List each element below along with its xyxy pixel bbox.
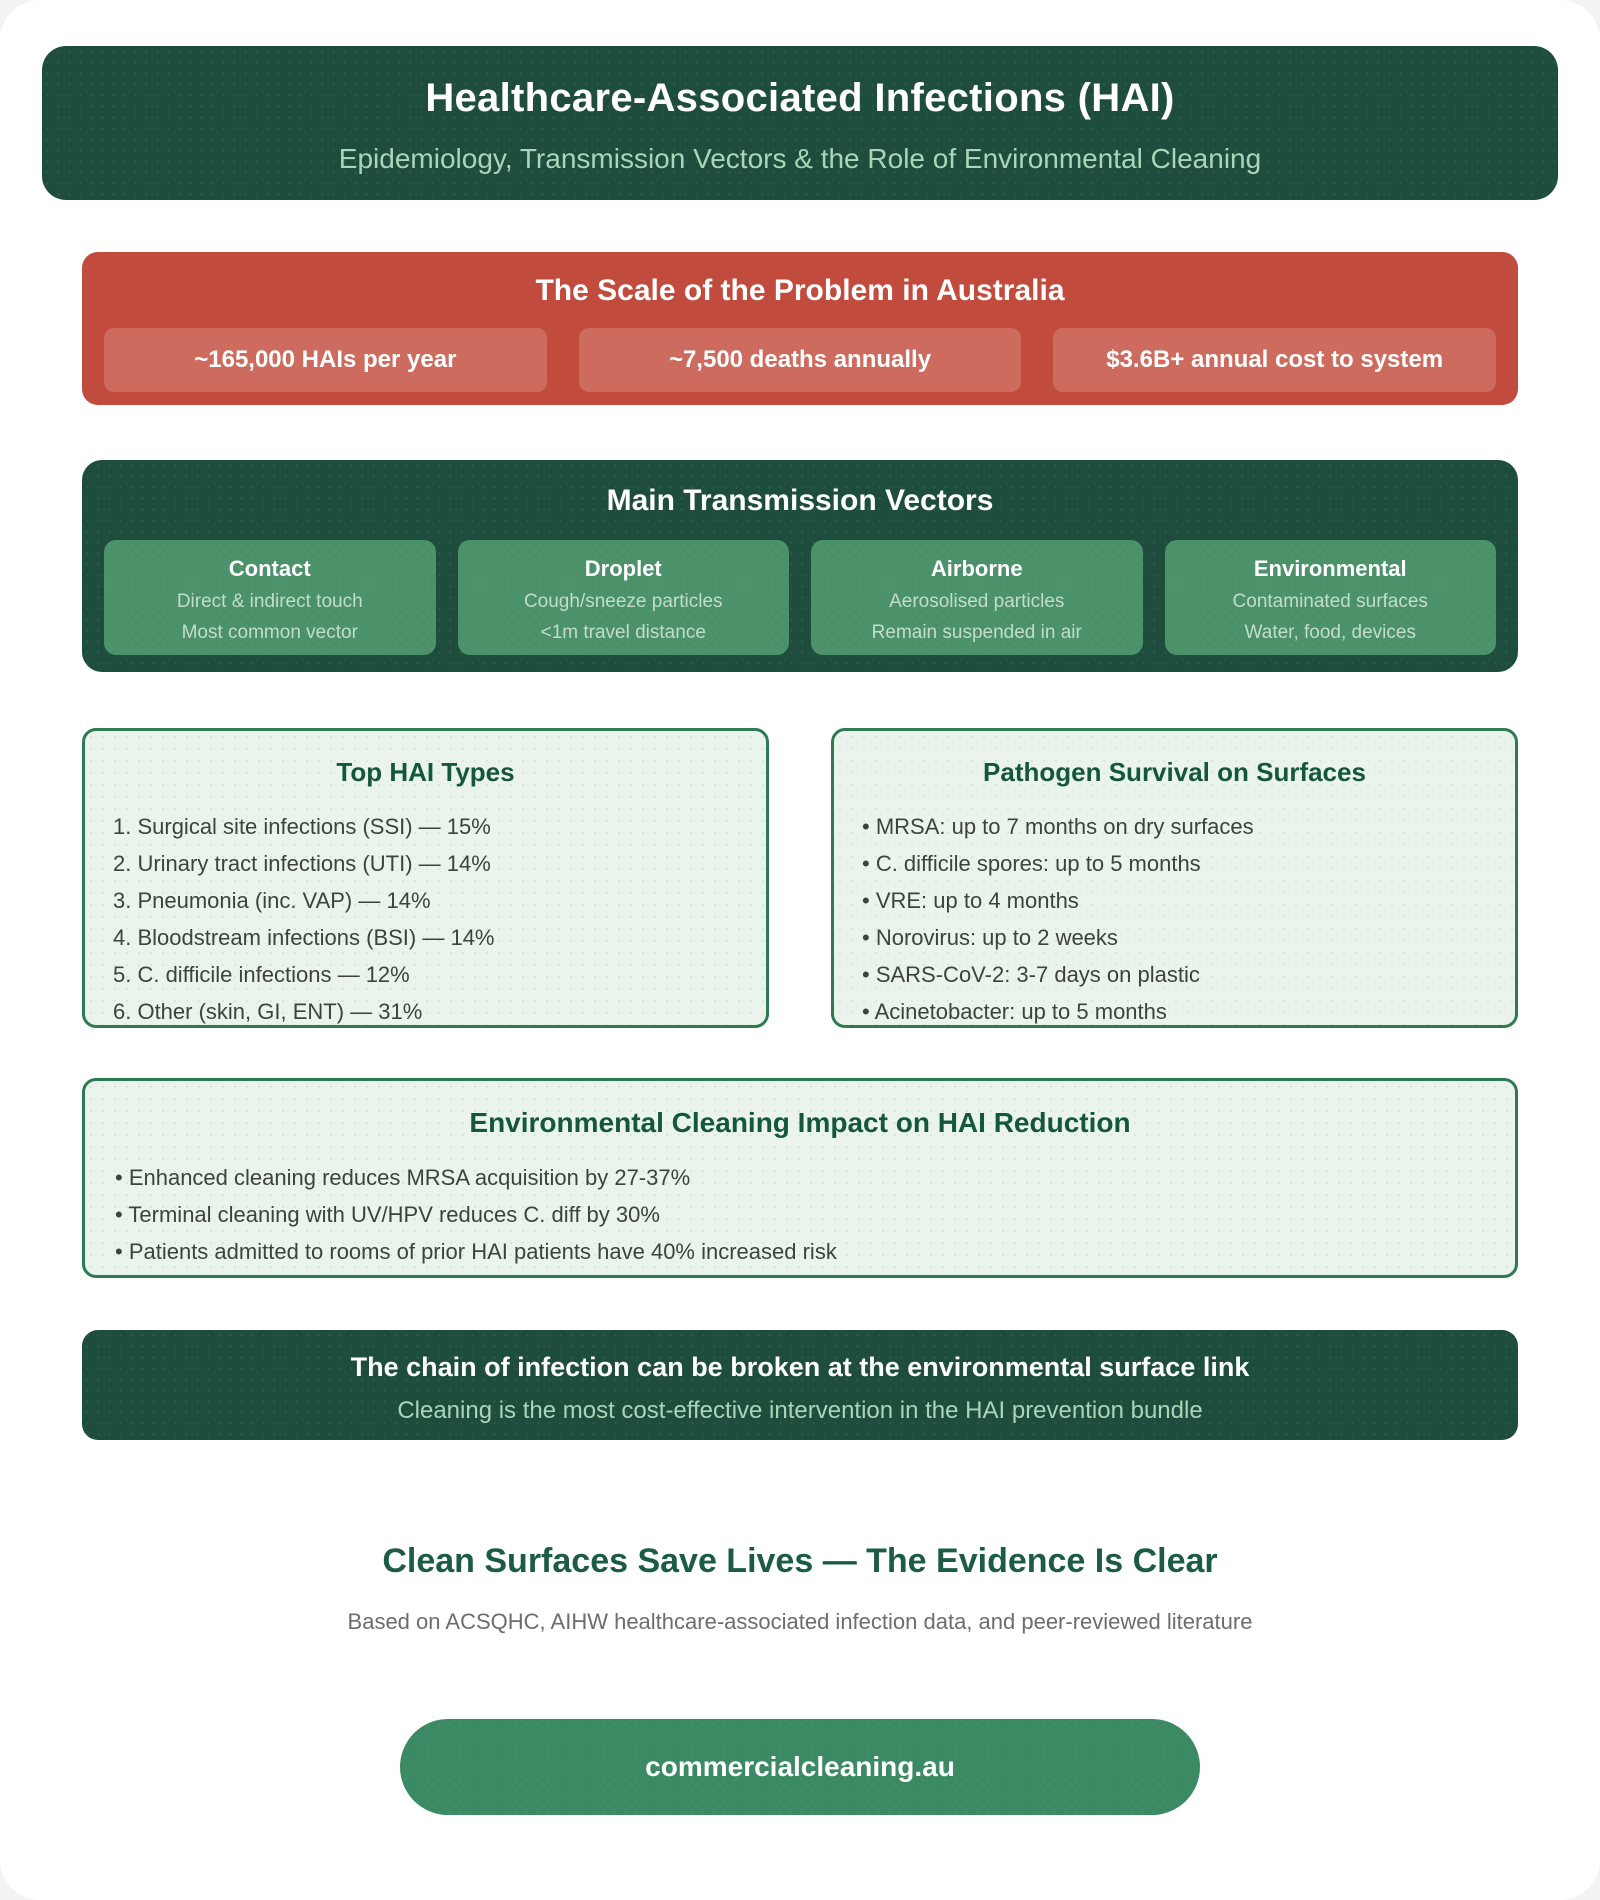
info-panels-row: Top HAI Types 1. Surgical site infection… <box>82 728 1518 1028</box>
key-message-subline: Cleaning is the most cost-effective inte… <box>397 1397 1203 1424</box>
list-item: • Acinetobacter: up to 5 months <box>862 999 1167 1024</box>
list-item: 4. Bloodstream infections (BSI) — 14% <box>113 925 495 950</box>
list-item: • MRSA: up to 7 months on dry surfaces <box>862 814 1254 839</box>
list-item: 5. C. difficile infections — 12% <box>113 962 410 987</box>
vector-card-droplet: Droplet Cough/sneeze particles <1m trave… <box>457 540 789 655</box>
stat-annual-cost: $3.6B+ annual cost to system <box>1053 328 1497 392</box>
vector-card-title: Environmental <box>1253 556 1407 581</box>
cta-container: commercialcleaning.au <box>0 1719 1600 1815</box>
list-item: • VRE: up to 4 months <box>862 888 1079 913</box>
stat-hais-per-year: ~165,000 HAIs per year <box>104 328 547 392</box>
vector-card-line: Direct & indirect touch <box>176 591 363 612</box>
cleaning-impact-panel: Environmental Cleaning Impact on HAI Red… <box>82 1078 1518 1278</box>
vector-card-title: Airborne <box>930 556 1023 581</box>
cleaning-impact-list: • Enhanced cleaning reduces MRSA acquisi… <box>115 1159 1485 1270</box>
vector-card-environmental: Environmental Contaminated surfaces Wate… <box>1164 540 1496 655</box>
list-item: 6. Other (skin, GI, ENT) — 31% <box>113 999 423 1024</box>
list-item: 1. Surgical site infections (SSI) — 15% <box>113 814 491 839</box>
vector-card-line: Most common vector <box>181 622 358 643</box>
scale-section-title: The Scale of the Problem in Australia <box>535 274 1065 307</box>
top-hai-types-title: Top HAI Types <box>336 757 515 787</box>
list-item: • Terminal cleaning with UV/HPV reduces … <box>115 1202 660 1227</box>
list-item: • SARS-CoV-2: 3-7 days on plastic <box>862 962 1200 987</box>
scale-section: The Scale of the Problem in Australia ~1… <box>82 252 1518 405</box>
cleaning-impact-title: Environmental Cleaning Impact on HAI Red… <box>469 1107 1131 1138</box>
vector-card-title: Contact <box>228 556 311 581</box>
key-message-banner: The chain of infection can be broken at … <box>82 1330 1518 1440</box>
scale-stats-row: ~165,000 HAIs per year ~7,500 deaths ann… <box>102 328 1498 392</box>
list-item: • Patients admitted to rooms of prior HA… <box>115 1239 837 1264</box>
vectors-section: Main Transmission Vectors Contact Direct… <box>82 460 1518 672</box>
pathogen-survival-list: • MRSA: up to 7 months on dry surfaces •… <box>862 808 1487 1030</box>
top-hai-types-list: 1. Surgical site infections (SSI) — 15% … <box>113 808 738 1030</box>
vector-card-line: Water, food, devices <box>1244 622 1416 643</box>
vector-card-line: <1m travel distance <box>540 622 706 643</box>
footer-source-note: Based on ACSQHC, AIHW healthcare-associa… <box>347 1609 1253 1634</box>
vector-card-line: Contaminated surfaces <box>1232 591 1428 612</box>
top-hai-types-panel: Top HAI Types 1. Surgical site infection… <box>82 728 769 1028</box>
list-item: 2. Urinary tract infections (UTI) — 14% <box>113 851 491 876</box>
list-item: • C. difficile spores: up to 5 months <box>862 851 1201 876</box>
vector-card-line: Aerosolised particles <box>889 591 1065 612</box>
page-title: Healthcare-Associated Infections (HAI) <box>425 76 1175 120</box>
vectors-section-title: Main Transmission Vectors <box>606 484 994 517</box>
list-item: • Enhanced cleaning reduces MRSA acquisi… <box>115 1165 691 1190</box>
list-item: 3. Pneumonia (inc. VAP) — 14% <box>113 888 431 913</box>
list-item: • Norovirus: up to 2 weeks <box>862 925 1118 950</box>
pathogen-survival-panel: Pathogen Survival on Surfaces • MRSA: up… <box>831 728 1518 1028</box>
page-subtitle: Epidemiology, Transmission Vectors & the… <box>338 143 1262 174</box>
vector-card-airborne: Airborne Aerosolised particles Remain su… <box>811 540 1143 655</box>
key-message-headline: The chain of infection can be broken at … <box>350 1352 1250 1382</box>
vector-card-line: Cough/sneeze particles <box>523 591 723 612</box>
vectors-cards-row: Contact Direct & indirect touch Most com… <box>104 540 1496 655</box>
vector-card-title: Droplet <box>584 556 662 581</box>
pathogen-survival-title: Pathogen Survival on Surfaces <box>983 757 1366 787</box>
vector-card-line: Remain suspended in air <box>871 622 1082 643</box>
header-banner: Healthcare-Associated Infections (HAI) E… <box>42 46 1558 200</box>
stat-deaths-annually: ~7,500 deaths annually <box>578 328 1022 392</box>
footer-headline: Clean Surfaces Save Lives — The Evidence… <box>382 1542 1218 1580</box>
vector-card-contact: Contact Direct & indirect touch Most com… <box>104 540 436 655</box>
website-cta-button[interactable]: commercialcleaning.au <box>400 1719 1200 1815</box>
